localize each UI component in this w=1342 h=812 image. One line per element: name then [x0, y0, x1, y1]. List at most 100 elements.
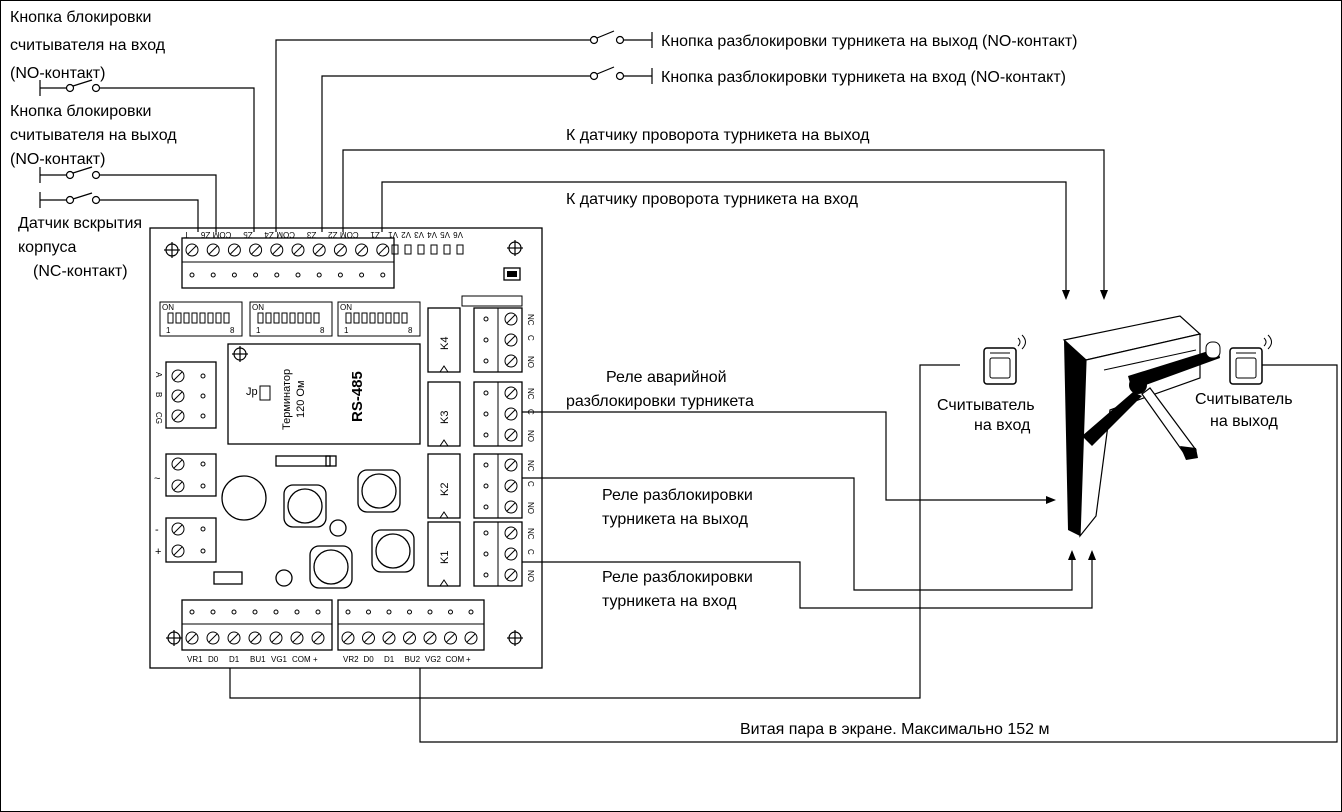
terminal-pin: [359, 272, 365, 278]
btn-lock-out-label-3: (NO-контакт): [10, 151, 105, 168]
screw-slot: [314, 245, 324, 255]
turnstile-icon: [1062, 315, 1221, 538]
tamper-label-3: (NC-контакт): [33, 263, 128, 280]
relay-entry-wire: [522, 558, 1093, 609]
dip-lever: [257, 312, 264, 324]
reader-out-label-1: Считыватель: [1195, 391, 1293, 408]
screw-icon: [171, 522, 185, 536]
terminal-pin: [337, 272, 343, 278]
dip-switch: [159, 301, 243, 337]
bottom-right-terminal-label: D1: [384, 655, 395, 664]
switch-unlock-exit: [275, 30, 653, 232]
screw-icon: [171, 409, 185, 423]
relay-k4: [427, 307, 461, 373]
terminal-pin: [483, 572, 489, 578]
relay-contact-label: NC: [526, 528, 535, 540]
dc-terminal-block: [165, 517, 217, 563]
rs485-terminal-label: B: [154, 392, 163, 397]
terminal-pin: [231, 272, 237, 278]
dip-on-label: ON: [252, 303, 264, 312]
dip-lever: [297, 312, 304, 324]
led-icon: [430, 244, 438, 255]
screw-slot: [293, 245, 303, 255]
bottom-left-terminal-block: [181, 599, 333, 651]
screw-slot: [272, 245, 282, 255]
top-terminal-label: Z3: [306, 230, 316, 239]
terminal-pin: [200, 483, 206, 489]
bottom-left-terminal-label: D0: [208, 655, 219, 664]
board-switch: [503, 267, 521, 281]
btn-lock-out-label-1: Кнопка блокировки: [10, 103, 151, 120]
dip-lever: [353, 312, 360, 324]
dip-last-label: 8: [230, 326, 235, 335]
screw-icon: [311, 631, 325, 645]
switch-tamper: [39, 192, 199, 232]
screw-slot: [336, 245, 345, 255]
relay-contact-label: NC: [526, 388, 535, 400]
ac-label: ~: [154, 473, 160, 485]
switch-lock-in: [39, 79, 255, 232]
relay-contact-label: C: [526, 481, 535, 487]
terminal-pin: [483, 530, 489, 536]
screw-slot: [506, 549, 516, 559]
top-terminal-label: Z4: [264, 230, 274, 239]
terminal-pin: [483, 504, 489, 510]
relay-contact-label: NO: [526, 430, 535, 442]
dip-switch: [337, 301, 421, 337]
reader-in-label-1: Считыватель: [937, 397, 1035, 414]
screw-slot: [173, 371, 183, 381]
dip-lever: [183, 312, 190, 324]
tamper-label-2: корпуса: [18, 239, 76, 256]
screw-slot: [405, 633, 414, 643]
terminal-pin: [200, 393, 206, 399]
board-components: [213, 455, 415, 589]
screw-icon: [227, 631, 241, 645]
terminal-pin: [200, 548, 206, 554]
screw-icon: [269, 631, 283, 645]
relay-notch: [439, 579, 449, 587]
bottom-right-terminal-block: [337, 599, 485, 651]
screw-slot: [446, 633, 455, 643]
sensor-entry-arrow: [1062, 290, 1070, 300]
relay-k1: [427, 521, 461, 587]
relay-label: K2: [439, 483, 451, 496]
bottom-left-terminal-label: BU1: [250, 655, 266, 664]
led-label: V1: [388, 230, 398, 239]
led-icon: [391, 244, 399, 255]
reader-in-icon: [983, 334, 1026, 385]
screw-slot: [506, 460, 516, 470]
bottom-left-terminal-label: COM: [292, 655, 311, 664]
rs485-label: RS-485: [349, 371, 366, 422]
terminal-pin: [295, 272, 301, 278]
top-terminal-label: Z5: [243, 230, 253, 239]
top-terminal-label: COM: [212, 230, 231, 239]
btn-lock-in-label-3: (NO-контакт): [10, 65, 105, 82]
screw-slot: [506, 430, 516, 440]
bottom-left-terminal-label: D1: [229, 655, 240, 664]
screw-slot: [313, 633, 323, 643]
unlock-entry-button-label: Кнопка разблокировки турникета на вход (…: [661, 69, 1066, 86]
screw-slot: [173, 546, 183, 556]
screw-slot: [208, 633, 218, 643]
led-label: V6: [453, 230, 463, 239]
relay-contact-label: NO: [526, 570, 535, 582]
screw-icon: [362, 631, 375, 645]
relay-contact-label: NC: [526, 314, 535, 326]
screw-slot: [425, 633, 435, 643]
dip-lever: [215, 312, 222, 324]
sensor-exit-wire: [342, 149, 1105, 292]
bottom-right-terminal-label: BU2: [405, 655, 421, 664]
bottom-right-terminal-label: COM: [446, 655, 465, 664]
terminal-pin: [200, 461, 206, 467]
dip-lever: [167, 312, 174, 324]
screw-icon: [185, 631, 199, 645]
dip-lever: [345, 312, 352, 324]
terminal-pin: [345, 609, 351, 615]
bottom-right-terminal-label: +: [466, 655, 471, 664]
screw-slot: [506, 502, 516, 512]
reader-in-cable: [229, 364, 960, 699]
reader-out-cable: [419, 364, 1338, 743]
terminal-pin: [189, 272, 195, 278]
dip-lever: [265, 312, 272, 324]
